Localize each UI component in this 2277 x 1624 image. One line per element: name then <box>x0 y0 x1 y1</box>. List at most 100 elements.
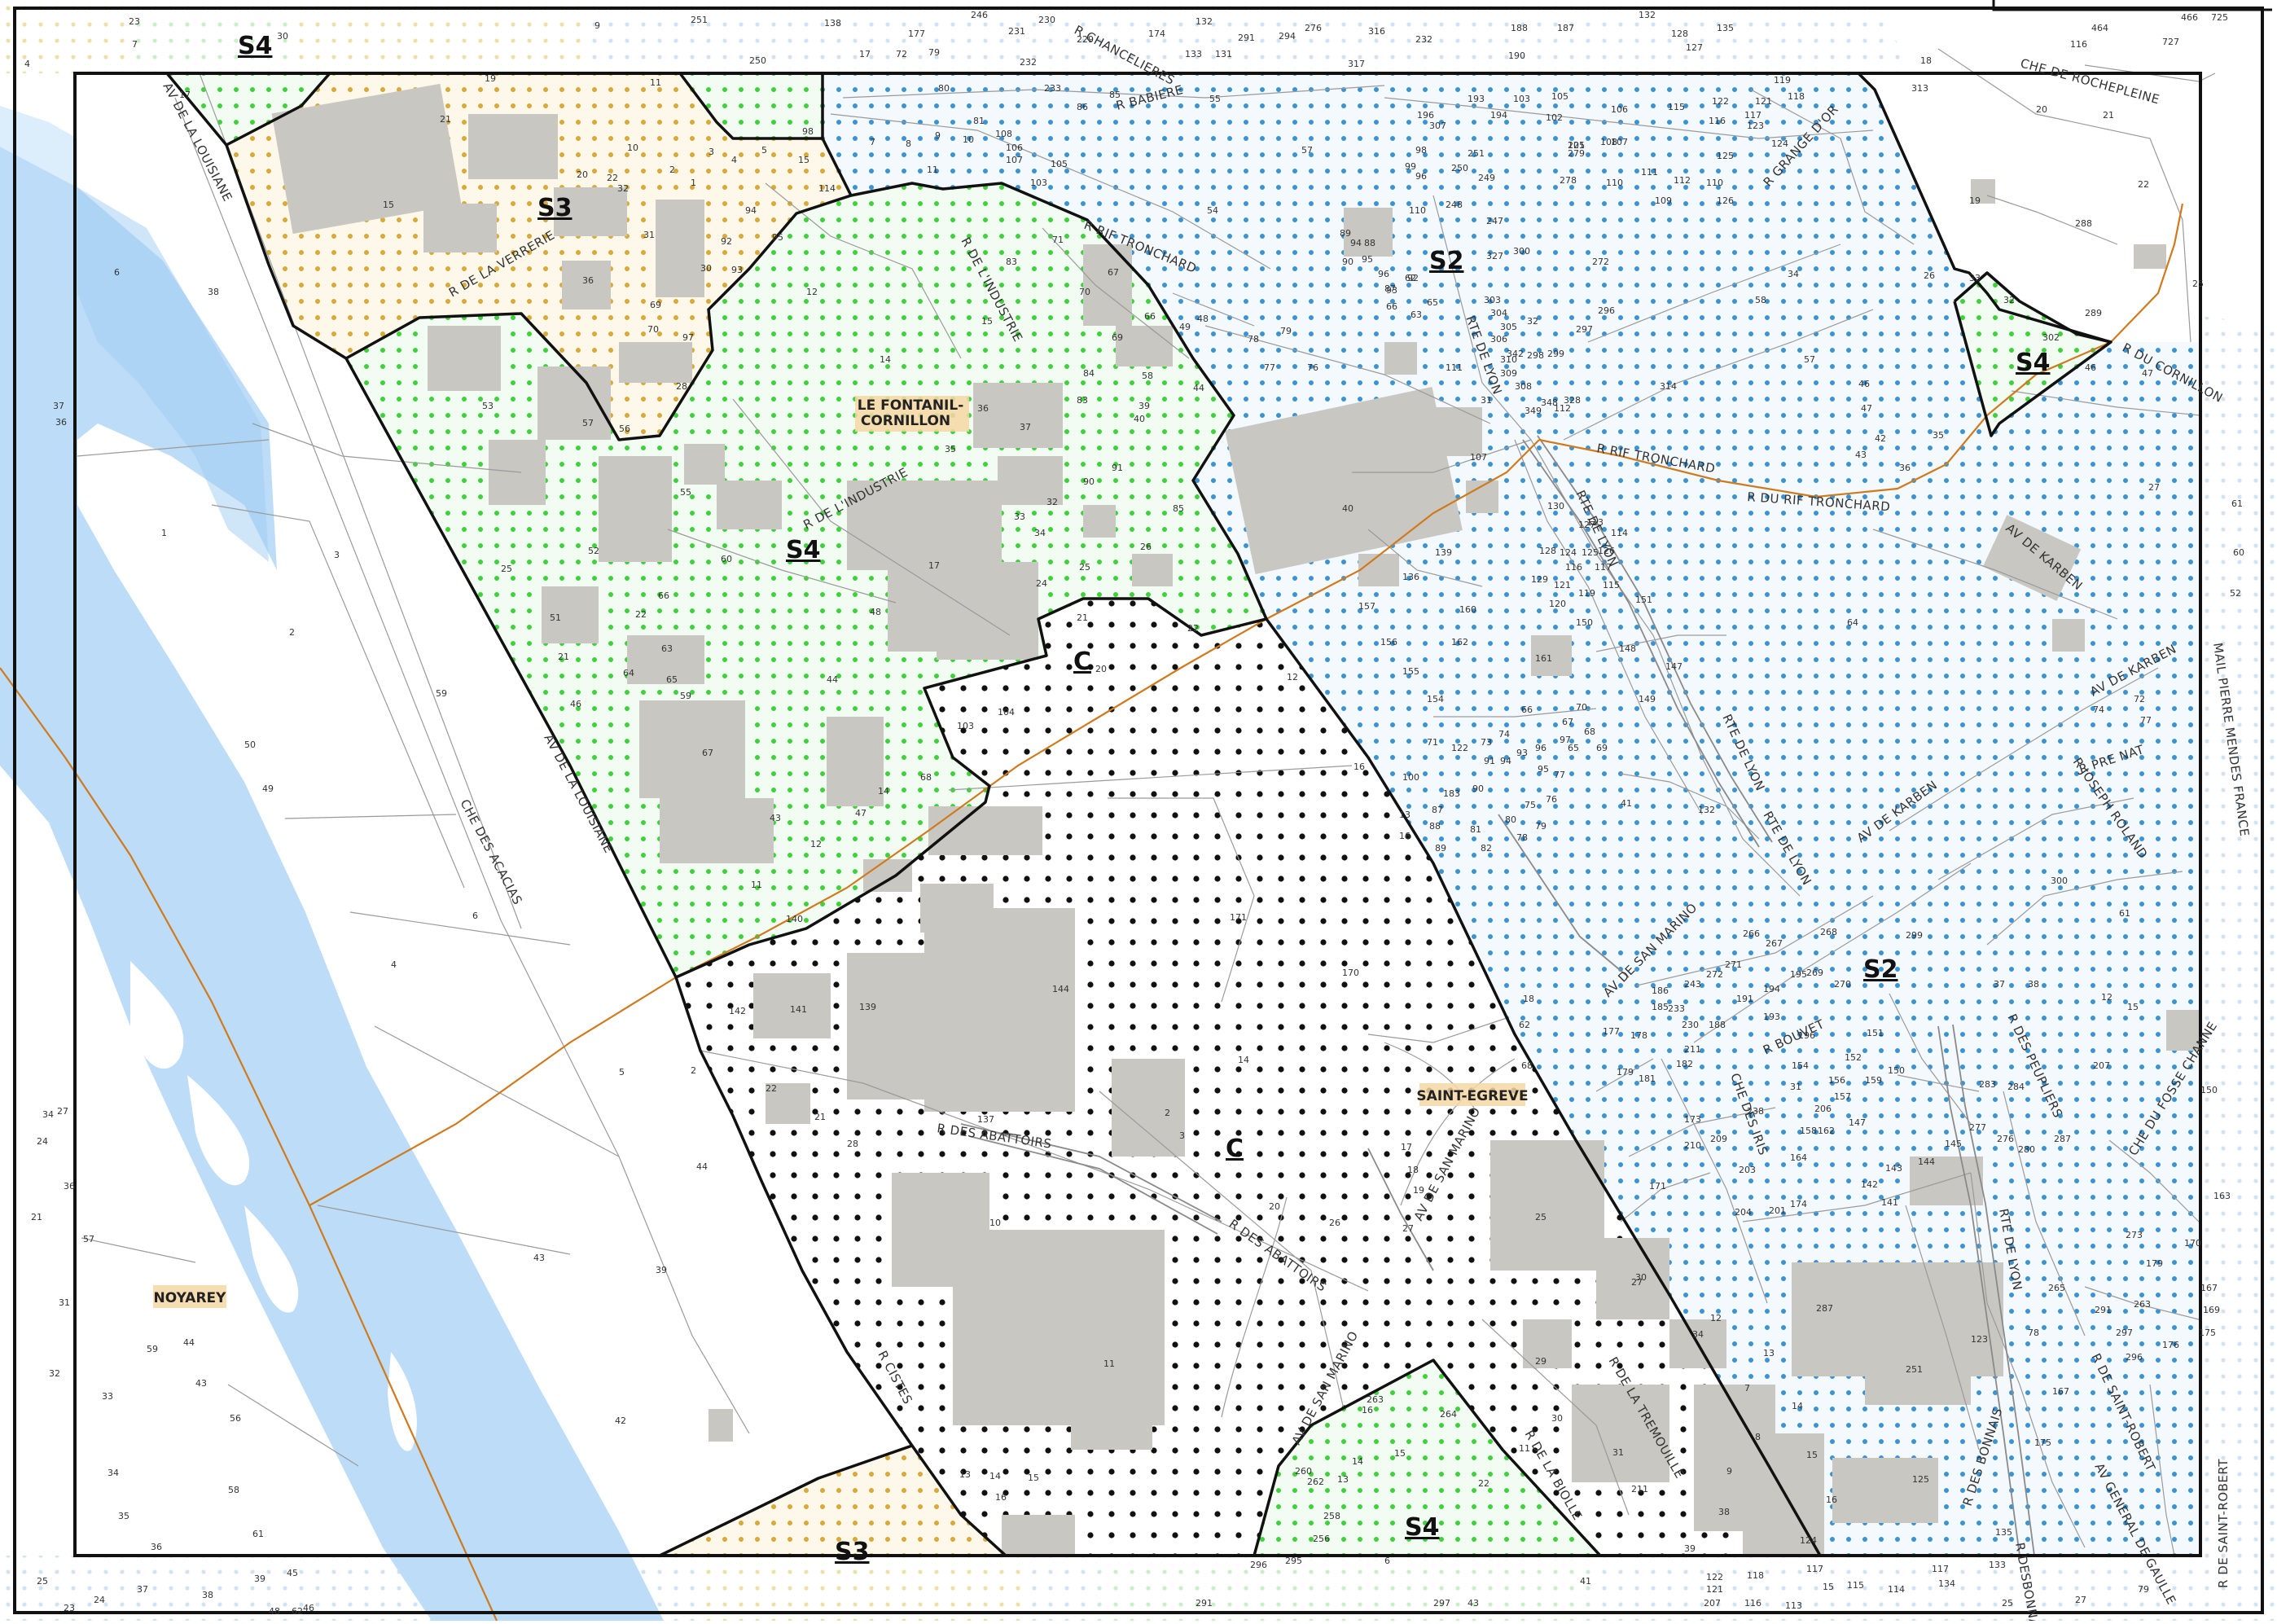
parcel-number: 25 <box>2002 1598 2013 1609</box>
parcel-number: 204 <box>1735 1207 1752 1218</box>
parcel-number: 43 <box>533 1253 545 1263</box>
parcel-number: 164 <box>1790 1152 1807 1163</box>
parcel-number: 177 <box>908 29 925 39</box>
parcel-number: 27 <box>2075 1595 2086 1605</box>
zone-label-c-center: C <box>1226 1135 1244 1163</box>
parcel-number: 50 <box>244 740 256 750</box>
parcel-number: 19 <box>1969 195 1981 206</box>
parcel-number: 181 <box>1639 1073 1656 1084</box>
parcel-number: 182 <box>1676 1059 1693 1069</box>
parcel-number: 7 <box>1744 1383 1750 1394</box>
parcel-number: 144 <box>1918 1157 1935 1167</box>
parcel-number: 248 <box>1446 200 1463 210</box>
parcel-number: 229 <box>1077 34 1094 45</box>
parcel-number: 41 <box>1621 798 1632 809</box>
town-fontanil-line1: LE FONTANIL- <box>858 397 964 414</box>
parcel-number: 98 <box>802 126 814 137</box>
parcel-number: 170 <box>2184 1238 2201 1249</box>
parcel-number: 82 <box>1481 843 1492 854</box>
parcel-number: 173 <box>1684 1114 1701 1125</box>
parcel-number: 156 <box>1380 637 1397 647</box>
parcel-number: 66 <box>1144 311 1156 322</box>
parcel-number: 264 <box>1440 1409 1457 1420</box>
parcel-number: 251 <box>1468 148 1485 159</box>
parcel-number: 14 <box>989 1471 1001 1481</box>
parcel-number: 15 <box>1394 1448 1406 1459</box>
parcel-number: 265 <box>2048 1283 2065 1293</box>
parcel-number: 2 <box>1165 1108 1170 1118</box>
parcel-number: 15 <box>981 316 993 327</box>
parcel-number: 107 <box>1470 452 1487 463</box>
parcel-number: 95 <box>1538 764 1549 775</box>
parcel-number: 71 <box>1052 235 1064 245</box>
parcel-number: 57 <box>83 1234 94 1244</box>
parcel-number: 36 <box>64 1181 75 1192</box>
parcel-number: 63 <box>1411 309 1422 320</box>
parcel-number: 39 <box>656 1265 667 1275</box>
parcel-number: 10 <box>989 1218 1001 1228</box>
parcel-number: 106 <box>1611 104 1628 115</box>
parcel-number: 210 <box>1684 1140 1701 1151</box>
parcel-number: 291 <box>1196 1598 1213 1609</box>
parcel-number: 33 <box>1969 273 1981 283</box>
parcel-number: 154 <box>1792 1060 1809 1071</box>
parcel-number: 60 <box>2233 547 2244 558</box>
parcel-number: 23 <box>64 1603 75 1613</box>
parcel-number: 263 <box>1367 1394 1384 1405</box>
parcel-number: 18 <box>1523 994 1534 1004</box>
parcel-number: 121 <box>1554 580 1571 590</box>
parcel-number: 30 <box>277 31 288 42</box>
parcel-number: 22 <box>635 609 647 620</box>
parcel-number: 38 <box>208 287 219 297</box>
parcel-number: 36 <box>1899 463 1911 473</box>
parcel-number: 89 <box>1435 843 1446 854</box>
parcel-number: 250 <box>749 55 766 66</box>
parcel-number: 33 <box>102 1391 113 1402</box>
parcel-number: 316 <box>1368 26 1385 37</box>
parcel-number: 115 <box>1847 1580 1864 1591</box>
parcel-number: 136 <box>1402 572 1419 582</box>
parcel-number: 105 <box>1051 159 1068 169</box>
parcel-number: 7 <box>870 137 875 147</box>
parcel-number: 4 <box>24 59 30 69</box>
parcel-number: 22 <box>766 1083 777 1094</box>
parcel-number: 13 <box>959 1469 971 1480</box>
parcel-number: 31 <box>1481 395 1492 406</box>
parcel-number: 12 <box>806 287 818 297</box>
parcel-number: 725 <box>2211 12 2228 23</box>
parcel-number: 100 <box>1402 772 1419 783</box>
parcel-number: 148 <box>1619 643 1636 654</box>
parcel-number: 77 <box>2140 715 2152 726</box>
parcel-number: 11 <box>650 77 661 88</box>
parcel-number: 300 <box>2051 876 2068 886</box>
parcel-number: 79 <box>2138 1584 2149 1595</box>
parcel-number: 113 <box>1586 517 1604 528</box>
parcel-number: 94 <box>1500 756 1511 766</box>
parcel-number: 116 <box>1565 562 1582 573</box>
parcel-number: 118 <box>1788 91 1805 102</box>
parcel-number: 317 <box>1348 59 1365 69</box>
parcel-number: 122 <box>1451 743 1468 753</box>
parcel-number: 170 <box>1342 968 1359 978</box>
main-roads <box>960 435 2035 1556</box>
parcel-number: 34 <box>1692 1329 1704 1340</box>
parcel-number: 99 <box>1405 161 1416 172</box>
parcel-number: 117 <box>1806 1564 1823 1574</box>
parcel-number: 116 <box>1709 116 1726 126</box>
parcel-number: 145 <box>1945 1139 1962 1149</box>
parcel-number: 55 <box>680 487 691 498</box>
parcel-number: 150 <box>1888 1065 1905 1076</box>
parcel-number: 256 <box>1313 1534 1330 1544</box>
parcel-number: 59 <box>147 1344 158 1354</box>
parcel-number: 11 <box>1103 1358 1115 1369</box>
parcel-numbers: 3017192115250981149495929330313670285357… <box>24 10 2244 1617</box>
parcel-number: 57 <box>1301 145 1313 156</box>
parcel-number: 35 <box>945 444 956 454</box>
parcel-number: 69 <box>650 300 661 310</box>
parcel-number: 131 <box>1215 49 1232 59</box>
zone-label-s2-bottom: S2 <box>1863 955 1898 984</box>
parcel-number: 30 <box>1635 1272 1647 1283</box>
parcel-number: 62 <box>1405 273 1416 283</box>
parcel-number: 124 <box>1800 1535 1817 1546</box>
